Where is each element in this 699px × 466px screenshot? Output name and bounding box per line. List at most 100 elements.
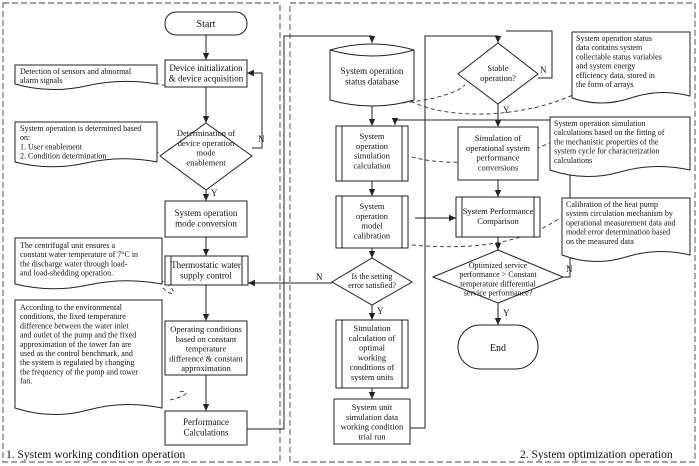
text-line: conditions of	[350, 362, 395, 372]
text-line: working	[358, 352, 387, 362]
text-line: Device initialization	[169, 63, 243, 73]
text-line: service performance?	[464, 289, 533, 298]
text-line: operation?	[480, 73, 516, 83]
end-label: End	[490, 343, 506, 354]
text-line: operational measurement data and	[566, 218, 676, 227]
text-line: Simulation	[353, 323, 391, 333]
text-line: the form of arrays	[576, 80, 634, 89]
n-label: N	[258, 134, 265, 144]
text-line: operation	[356, 211, 389, 221]
text-line: model	[361, 221, 383, 231]
text-line: Comparison	[477, 216, 519, 226]
text-line: Thermostatic water	[171, 260, 241, 270]
text-line: Simulation of	[475, 133, 522, 143]
text-line: system circulation mechanism by	[566, 209, 673, 218]
y-label: Y	[503, 308, 510, 318]
text-line: & device acquisition	[169, 73, 244, 83]
end-node: End	[457, 324, 539, 370]
text-line: operation	[356, 141, 389, 151]
text-line: System Performance	[463, 206, 534, 216]
right-section-frame	[289, 2, 696, 463]
text-line: and outlet of the pump and the fixed	[20, 331, 136, 340]
text-line: working condition	[341, 422, 404, 432]
text-line: calibration	[354, 230, 391, 240]
text-line: 2. Condition determination	[20, 152, 106, 161]
text-line: simulation data	[346, 412, 398, 422]
text-line: System operation is determined based	[20, 124, 141, 133]
text-line: Operating conditions	[170, 324, 242, 334]
text-line: Determination of	[177, 128, 235, 138]
text-line: the system is regulated by changing	[20, 358, 134, 367]
text-line: 1. User enablement	[20, 142, 83, 151]
n-label: N	[566, 264, 573, 274]
text-line: efficiency data, stored in	[576, 71, 655, 80]
text-line: Is the setting	[352, 272, 393, 281]
text-line: operational system	[466, 143, 530, 153]
text-line: System operation	[341, 66, 404, 76]
text-line: supply control	[180, 270, 232, 280]
text-line: conversions	[478, 162, 519, 172]
text-line: conditions, the fixed temperature	[20, 312, 126, 321]
text-line: collectable status variables	[576, 52, 662, 61]
n-label: N	[316, 272, 323, 282]
text-line: model error determination based	[566, 228, 670, 237]
text-line: temperature differential	[460, 279, 536, 288]
text-line: and load-shedding operation.	[20, 269, 113, 278]
text-line: data contains system	[576, 43, 643, 52]
branch-labels: Y N N Y N Y N Y	[211, 65, 573, 318]
text-line: simulation	[354, 151, 391, 161]
text-line: approximation	[181, 363, 231, 373]
text-line: the mechanistic properties of the	[554, 137, 659, 146]
text-line: constant water temperature of 7°C in	[20, 250, 138, 259]
text-line: error satisfied?	[348, 281, 396, 290]
y-label: Y	[211, 188, 218, 198]
text-line: Detection of sensors and abnormal	[20, 67, 132, 76]
text-line: mode conversion	[175, 218, 237, 228]
text-line: According to the environmental	[20, 303, 123, 312]
text-line: difference & constant	[169, 353, 243, 363]
init-label: Device initialization& device acquisitio…	[169, 63, 244, 83]
text-line: System operation	[175, 208, 238, 218]
text-line: Performance	[183, 417, 229, 427]
text-line: the frequency of the pump and tower	[20, 367, 139, 376]
text-line: difference between the water inlet	[20, 321, 129, 330]
text-line: device operation	[178, 138, 235, 148]
text-line: calculation of	[349, 333, 396, 343]
y-label: Y	[377, 306, 384, 316]
start-node: Start	[164, 11, 248, 36]
text-line: on the measured data	[566, 237, 634, 246]
